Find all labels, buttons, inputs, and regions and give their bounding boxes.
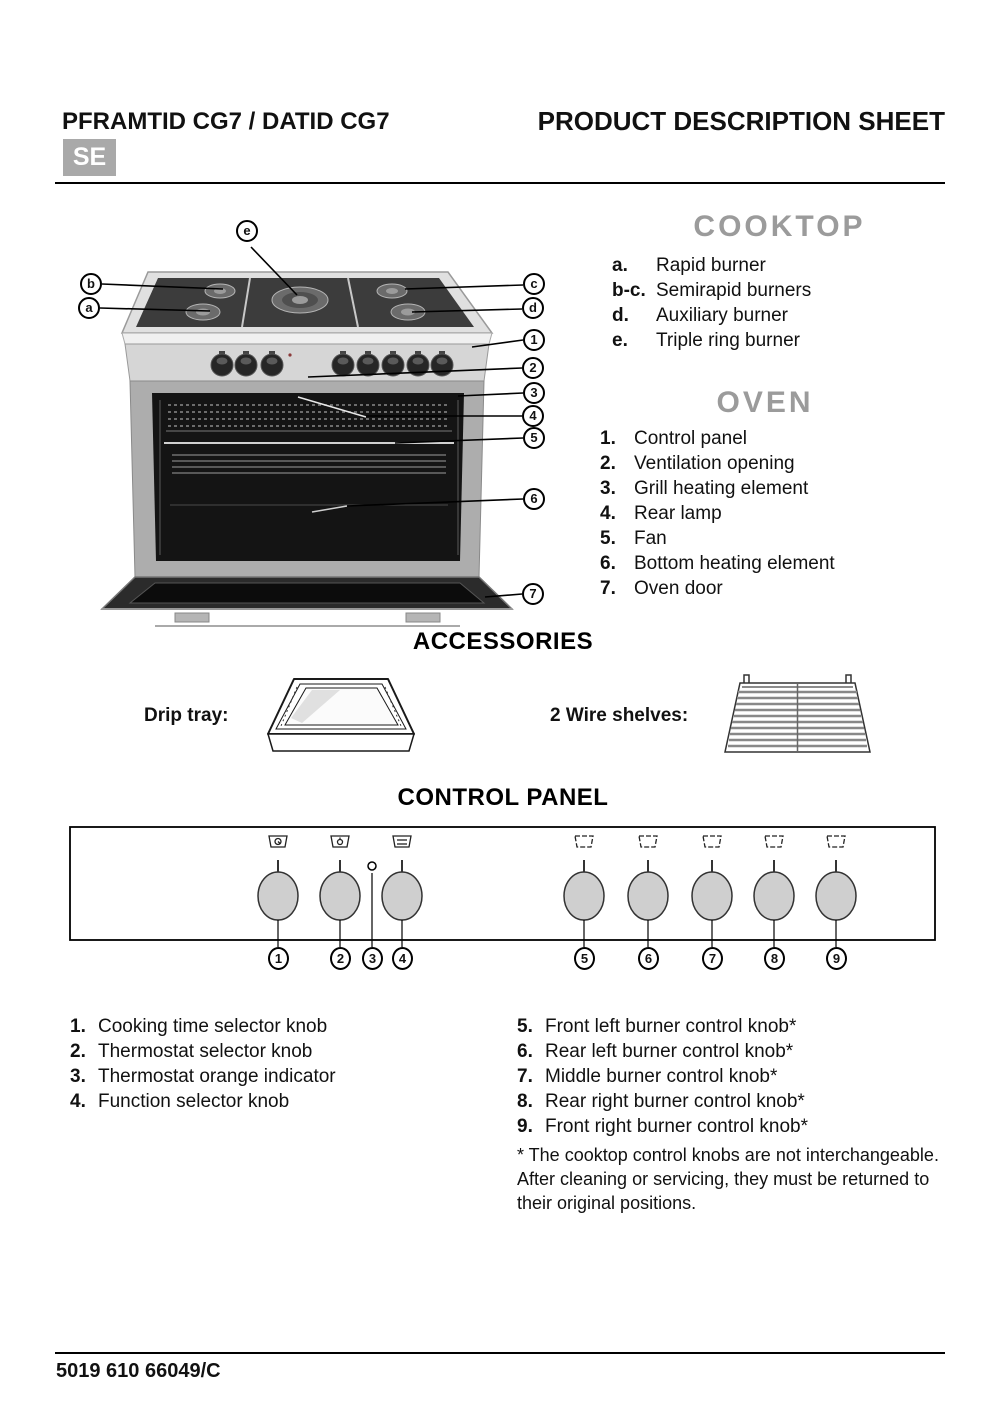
burner-left-front: [185, 303, 221, 321]
callout-7: 7: [522, 583, 544, 605]
panel-callout-1: 1: [268, 947, 289, 970]
drip-tray-label: Drip tray:: [144, 705, 229, 726]
callout-6: 6: [523, 488, 545, 510]
legend-left: 1. Cooking time selector knob 2. Thermos…: [70, 1014, 500, 1114]
legend-item: 3. Thermostat orange indicator: [70, 1066, 336, 1087]
footer-rule: [55, 1352, 945, 1354]
panel-callout-2: 2: [330, 947, 351, 970]
cooktop-graphic: [120, 271, 494, 345]
legend-item: 5. Front left burner control knob*: [517, 1016, 797, 1037]
panel-callout-5: 5: [574, 947, 595, 970]
function-knob[interactable]: [381, 871, 423, 921]
oven-item: 3. Grill heating element: [600, 478, 809, 499]
legend-item: 2. Thermostat selector knob: [70, 1041, 313, 1062]
cooktop-title: COOKTOP: [693, 210, 866, 243]
cooktop-item: e. Triple ring burner: [612, 330, 800, 351]
rear-left-burner-knob[interactable]: [627, 871, 669, 921]
front-left-burner-knob[interactable]: [563, 871, 605, 921]
timer-icon: [268, 835, 288, 848]
wire-shelves-label: 2 Wire shelves:: [550, 705, 689, 726]
header-rule: [55, 182, 945, 184]
callout-1: 1: [523, 329, 545, 351]
panel-callout-3: 3: [362, 947, 383, 970]
burner-left-rear: [204, 283, 236, 299]
callout-lines: [99, 246, 524, 598]
control-panel-diagram: [65, 820, 945, 955]
burner-triple-ring: [271, 286, 329, 314]
thermostat-indicator-dot: [288, 353, 292, 357]
oven-item: 1. Control panel: [600, 428, 748, 449]
burner-right-rear: [376, 283, 408, 299]
cooking-time-knob[interactable]: [257, 871, 299, 921]
oven-diagram: e b a c d 1 2 3 4 5 6 7: [60, 205, 560, 635]
cooktop-item: a. Rapid burner: [612, 255, 766, 276]
oven-function-icon: [392, 835, 412, 848]
control-panel-box: [69, 826, 936, 941]
callout-4: 4: [522, 405, 544, 427]
thermostat-knob[interactable]: [319, 871, 361, 921]
burner-position-icon: [638, 835, 658, 848]
oven-item: 2. Ventilation opening: [600, 453, 795, 474]
oven-knobs-graphic: [210, 353, 454, 377]
control-panel-title: CONTROL PANEL: [397, 784, 609, 811]
legend-item: 8. Rear right burner control knob*: [517, 1091, 805, 1112]
wire-shelf-graphic: [718, 670, 878, 765]
accessories-title: ACCESSORIES: [412, 628, 594, 655]
callout-a: a: [78, 297, 100, 319]
oven-section: OVEN 1. Control panel 2. Ventilation ope…: [600, 386, 930, 601]
panel-knobs: [257, 871, 857, 921]
burner-position-icon: [826, 835, 846, 848]
cooktop-item: d. Auxiliary burner: [612, 305, 788, 326]
burner-position-icon: [702, 835, 722, 848]
model-name: PFRAMTID CG7 / DATID CG7: [62, 108, 390, 135]
oven-item: 5. Fan: [600, 528, 667, 549]
oven-illustration: [99, 246, 524, 627]
control-band-graphic: [124, 343, 490, 382]
front-right-burner-knob[interactable]: [815, 871, 857, 921]
cooktop-item: b-c. Semirapid burners: [612, 280, 812, 301]
callout-3: 3: [523, 382, 545, 404]
legend-item: 6. Rear left burner control knob*: [517, 1041, 794, 1062]
rear-right-burner-knob[interactable]: [753, 871, 795, 921]
footer-code: 5019 610 66049/C: [56, 1360, 221, 1382]
oven-cavity-graphic: [129, 380, 485, 578]
panel-callout-6: 6: [638, 947, 659, 970]
drip-tray-graphic: [260, 674, 422, 765]
callout-d: d: [522, 297, 544, 319]
burner-position-icon: [764, 835, 784, 848]
thermostat-orange-indicator: [367, 861, 377, 871]
legend-item: 7. Middle burner control knob*: [517, 1066, 778, 1087]
legend-item: 9. Front right burner control knob*: [517, 1116, 808, 1137]
panel-callout-9: 9: [826, 947, 847, 970]
panel-callout-8: 8: [764, 947, 785, 970]
panel-callout-7: 7: [702, 947, 723, 970]
thermostat-icon: [330, 835, 350, 848]
oven-item: 6. Bottom heating element: [600, 553, 835, 574]
legend-item: 4. Function selector knob: [70, 1091, 290, 1112]
callout-5: 5: [523, 427, 545, 449]
oven-title: OVEN: [716, 386, 814, 419]
burner-right-front: [390, 303, 426, 321]
legend-item: 1. Cooking time selector knob: [70, 1016, 328, 1037]
oven-item: 7. Oven door: [600, 578, 723, 599]
legend-right: 5. Front left burner control knob* 6. Re…: [517, 1014, 967, 1215]
oven-door-graphic: [100, 576, 514, 627]
legend-footnote: * The cooktop control knobs are not inte…: [517, 1145, 939, 1213]
panel-callout-4: 4: [392, 947, 413, 970]
language-badge: SE: [63, 139, 116, 176]
middle-burner-knob[interactable]: [691, 871, 733, 921]
oven-item: 4. Rear lamp: [600, 503, 722, 524]
callout-b: b: [80, 273, 102, 295]
callout-2: 2: [522, 357, 544, 379]
callout-e: e: [236, 220, 258, 242]
page-title: PRODUCT DESCRIPTION SHEET: [537, 106, 945, 136]
callout-c: c: [523, 273, 545, 295]
cooktop-section: COOKTOP a. Rapid burner b-c. Semirapid b…: [612, 210, 947, 353]
burner-position-icon: [574, 835, 594, 848]
